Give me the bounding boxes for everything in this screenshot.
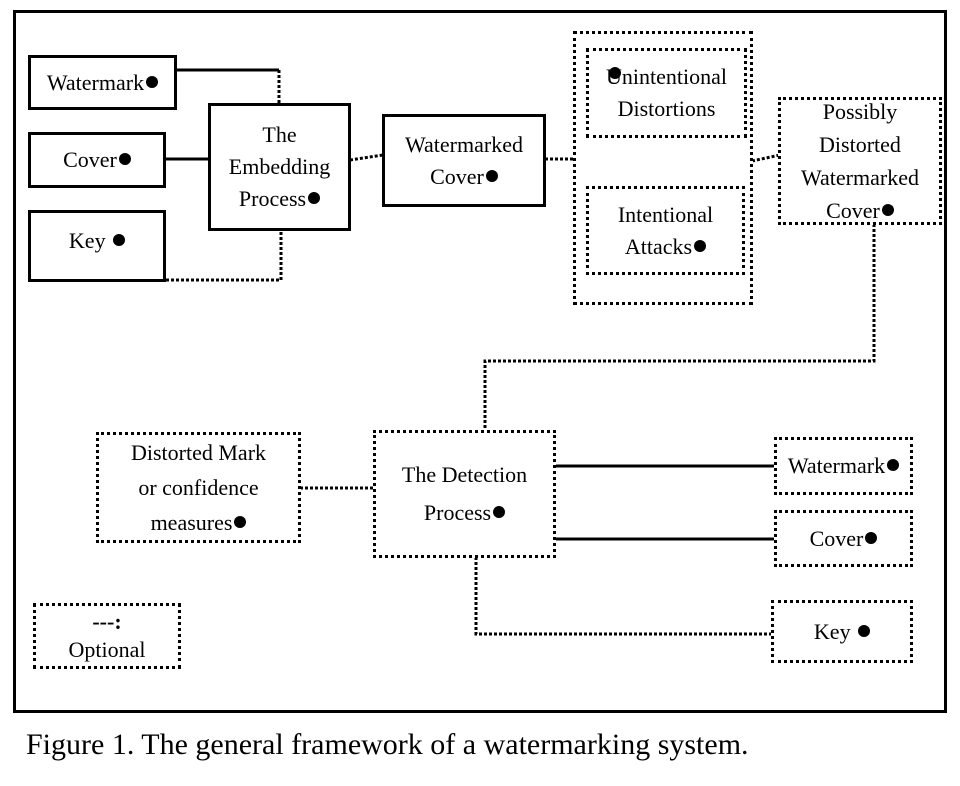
bullet-icon: [609, 67, 621, 79]
bullet-icon: [234, 516, 247, 528]
intentional-attacks-box: Intentional Attacks: [586, 186, 745, 275]
possibly-line-4: Cover: [826, 194, 894, 227]
intentional-line-1: Intentional: [617, 201, 714, 227]
watermarked-line-1: Watermarked: [405, 131, 523, 157]
bullet-icon: [308, 192, 321, 204]
bullet-icon: [118, 153, 131, 165]
detection-watermark-label: Watermark: [788, 450, 900, 482]
watermarked-line-2: Cover: [430, 161, 498, 193]
legend-label: Optional: [68, 637, 146, 662]
watermarked-cover-box: Watermarked Cover: [382, 114, 546, 207]
legend-symbol: ---:: [92, 609, 122, 634]
detection-output-box: Distorted Mark or confidence measures: [96, 432, 301, 543]
detection-watermark-box: Watermark: [774, 437, 913, 495]
unintentional-distortions-box: Unintentional Distortions: [586, 48, 747, 138]
watermark-input-box: Watermark: [28, 55, 177, 110]
unintentional-line-1: Unintentional: [606, 64, 727, 89]
possibly-to-detection-line: [483, 224, 876, 431]
bullet-icon: [113, 234, 126, 246]
possibly-line-1: Possibly: [822, 99, 898, 124]
key-to-embedding-line: [166, 230, 283, 282]
detection-line-2: Process: [424, 494, 506, 532]
output-line-1: Distorted Mark: [130, 440, 267, 465]
output-line-3: measures: [151, 505, 247, 540]
bullet-icon: [887, 459, 900, 471]
detection-key-label: Key: [814, 616, 871, 648]
possibly-line-2: Distorted: [819, 132, 901, 157]
possibly-line-3: Watermarked: [801, 165, 919, 190]
possibly-distorted-box: Possibly Distorted Watermarked Cover: [778, 97, 942, 225]
distortions-to-possibly-line: [751, 153, 781, 163]
detection-key-box: Key: [771, 600, 913, 663]
watermark-input-label: Watermark: [47, 67, 159, 99]
bullet-icon: [485, 169, 498, 182]
detection-process-box: The Detection Process: [373, 430, 556, 558]
key-input-label: Key: [69, 225, 126, 257]
bullet-icon: [493, 506, 506, 518]
embedding-line-3: Process: [239, 183, 321, 215]
bullet-icon: [146, 75, 159, 88]
bullet-icon: [694, 239, 707, 252]
unintentional-line-2: Distortions: [617, 96, 716, 121]
detection-cover-box: Cover: [774, 510, 913, 567]
embedding-line-2: Embedding: [228, 154, 331, 179]
diagram-frame: [13, 10, 947, 713]
detection-to-key-line: [474, 557, 773, 636]
output-line-2: or confidence: [138, 475, 259, 500]
cover-input-label: Cover: [63, 144, 131, 176]
detection-line-1: The Detection: [401, 462, 528, 487]
bullet-icon: [881, 204, 894, 216]
embedding-process-box: The Embedding Process: [208, 103, 351, 231]
detection-cover-label: Cover: [810, 523, 878, 555]
cover-input-box: Cover: [28, 132, 166, 188]
embedding-line-1: The: [262, 122, 297, 147]
bullet-icon: [865, 531, 878, 544]
bullet-icon: [858, 624, 871, 637]
legend-box: ---: Optional: [33, 603, 181, 669]
figure-caption: Figure 1. The general framework of a wat…: [26, 728, 749, 761]
intentional-line-2: Attacks: [625, 231, 707, 263]
embedding-to-watermarked-line: [349, 153, 384, 162]
key-input-box: Key: [28, 210, 166, 282]
